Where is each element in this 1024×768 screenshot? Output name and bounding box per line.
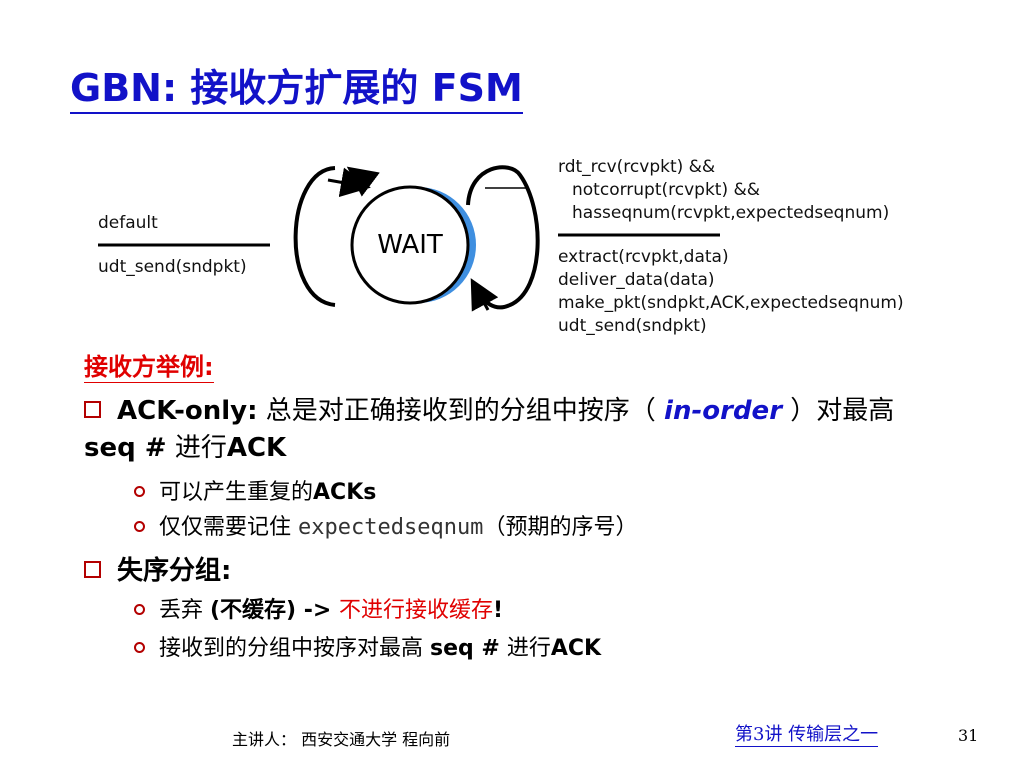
no-buffer-text: 不进行接收缓存 <box>339 598 494 623</box>
bullet-ack-only: ACK-only: 总是对正确接收到的分组中按序（ in-order ）对最高 … <box>84 396 895 463</box>
initial-event: default <box>98 213 158 233</box>
sub-bullet-expectedseqnum: 仅仅需要记住 expectedseqnum（预期的序号） <box>134 513 637 543</box>
sub-bullet-duplicate-acks: 可以产生重复的ACKs <box>134 478 376 508</box>
sub-bullet-reack: 接收到的分组中按序对最高 seq # 进行ACK <box>134 634 601 664</box>
footer-presenter: 主讲人： 西安交通大学 程向前 <box>232 730 451 749</box>
fsm-diagram: WAIT default udt_send(sndpkt) rdt_rcv(rc… <box>98 157 904 336</box>
wait-state-label: WAIT <box>377 230 443 260</box>
initial-arrowhead-line <box>327 167 371 198</box>
bullet-out-of-order: 失序分组: <box>84 553 914 590</box>
wait-state <box>350 185 470 305</box>
in-order-term: in-order <box>664 396 783 426</box>
self-loop-arrowhead <box>470 278 499 312</box>
ring-bullet-icon <box>134 486 145 497</box>
example-heading: 接收方举例: <box>84 353 214 383</box>
ring-bullet-icon <box>134 604 145 615</box>
action-line-4: udt_send(sndpkt) <box>558 316 707 336</box>
event-line-2: notcorrupt(rcvpkt) && <box>572 180 760 200</box>
footer-lecture-link[interactable]: 第3讲 传输层之一 <box>735 724 879 747</box>
ack-only-label: ACK-only: <box>117 396 258 426</box>
square-bullet-icon <box>84 561 101 578</box>
event-line-3: hasseqnum(rcvpkt,expectedseqnum) <box>572 203 889 223</box>
action-line-1: extract(rcvpkt,data) <box>558 247 729 267</box>
sub-bullet-discard: 丢弃 (不缓存) -> 不进行接收缓存! <box>134 596 503 626</box>
action-line-3: make_pkt(sndpkt,ACK,expectedseqnum) <box>558 293 904 313</box>
square-bullet-icon <box>84 401 101 418</box>
initial-action: udt_send(sndpkt) <box>98 257 247 277</box>
page-number: 31 <box>958 726 979 745</box>
action-line-2: deliver_data(data) <box>558 270 715 290</box>
initial-arrow <box>293 166 336 307</box>
event-line-1: rdt_rcv(rcvpkt) && <box>558 157 715 177</box>
initial-arrow-tip <box>346 166 380 197</box>
ring-bullet-icon <box>134 642 145 653</box>
page-title: GBN: 接收方扩展的 FSM <box>70 64 523 114</box>
ring-bullet-icon <box>134 521 145 532</box>
